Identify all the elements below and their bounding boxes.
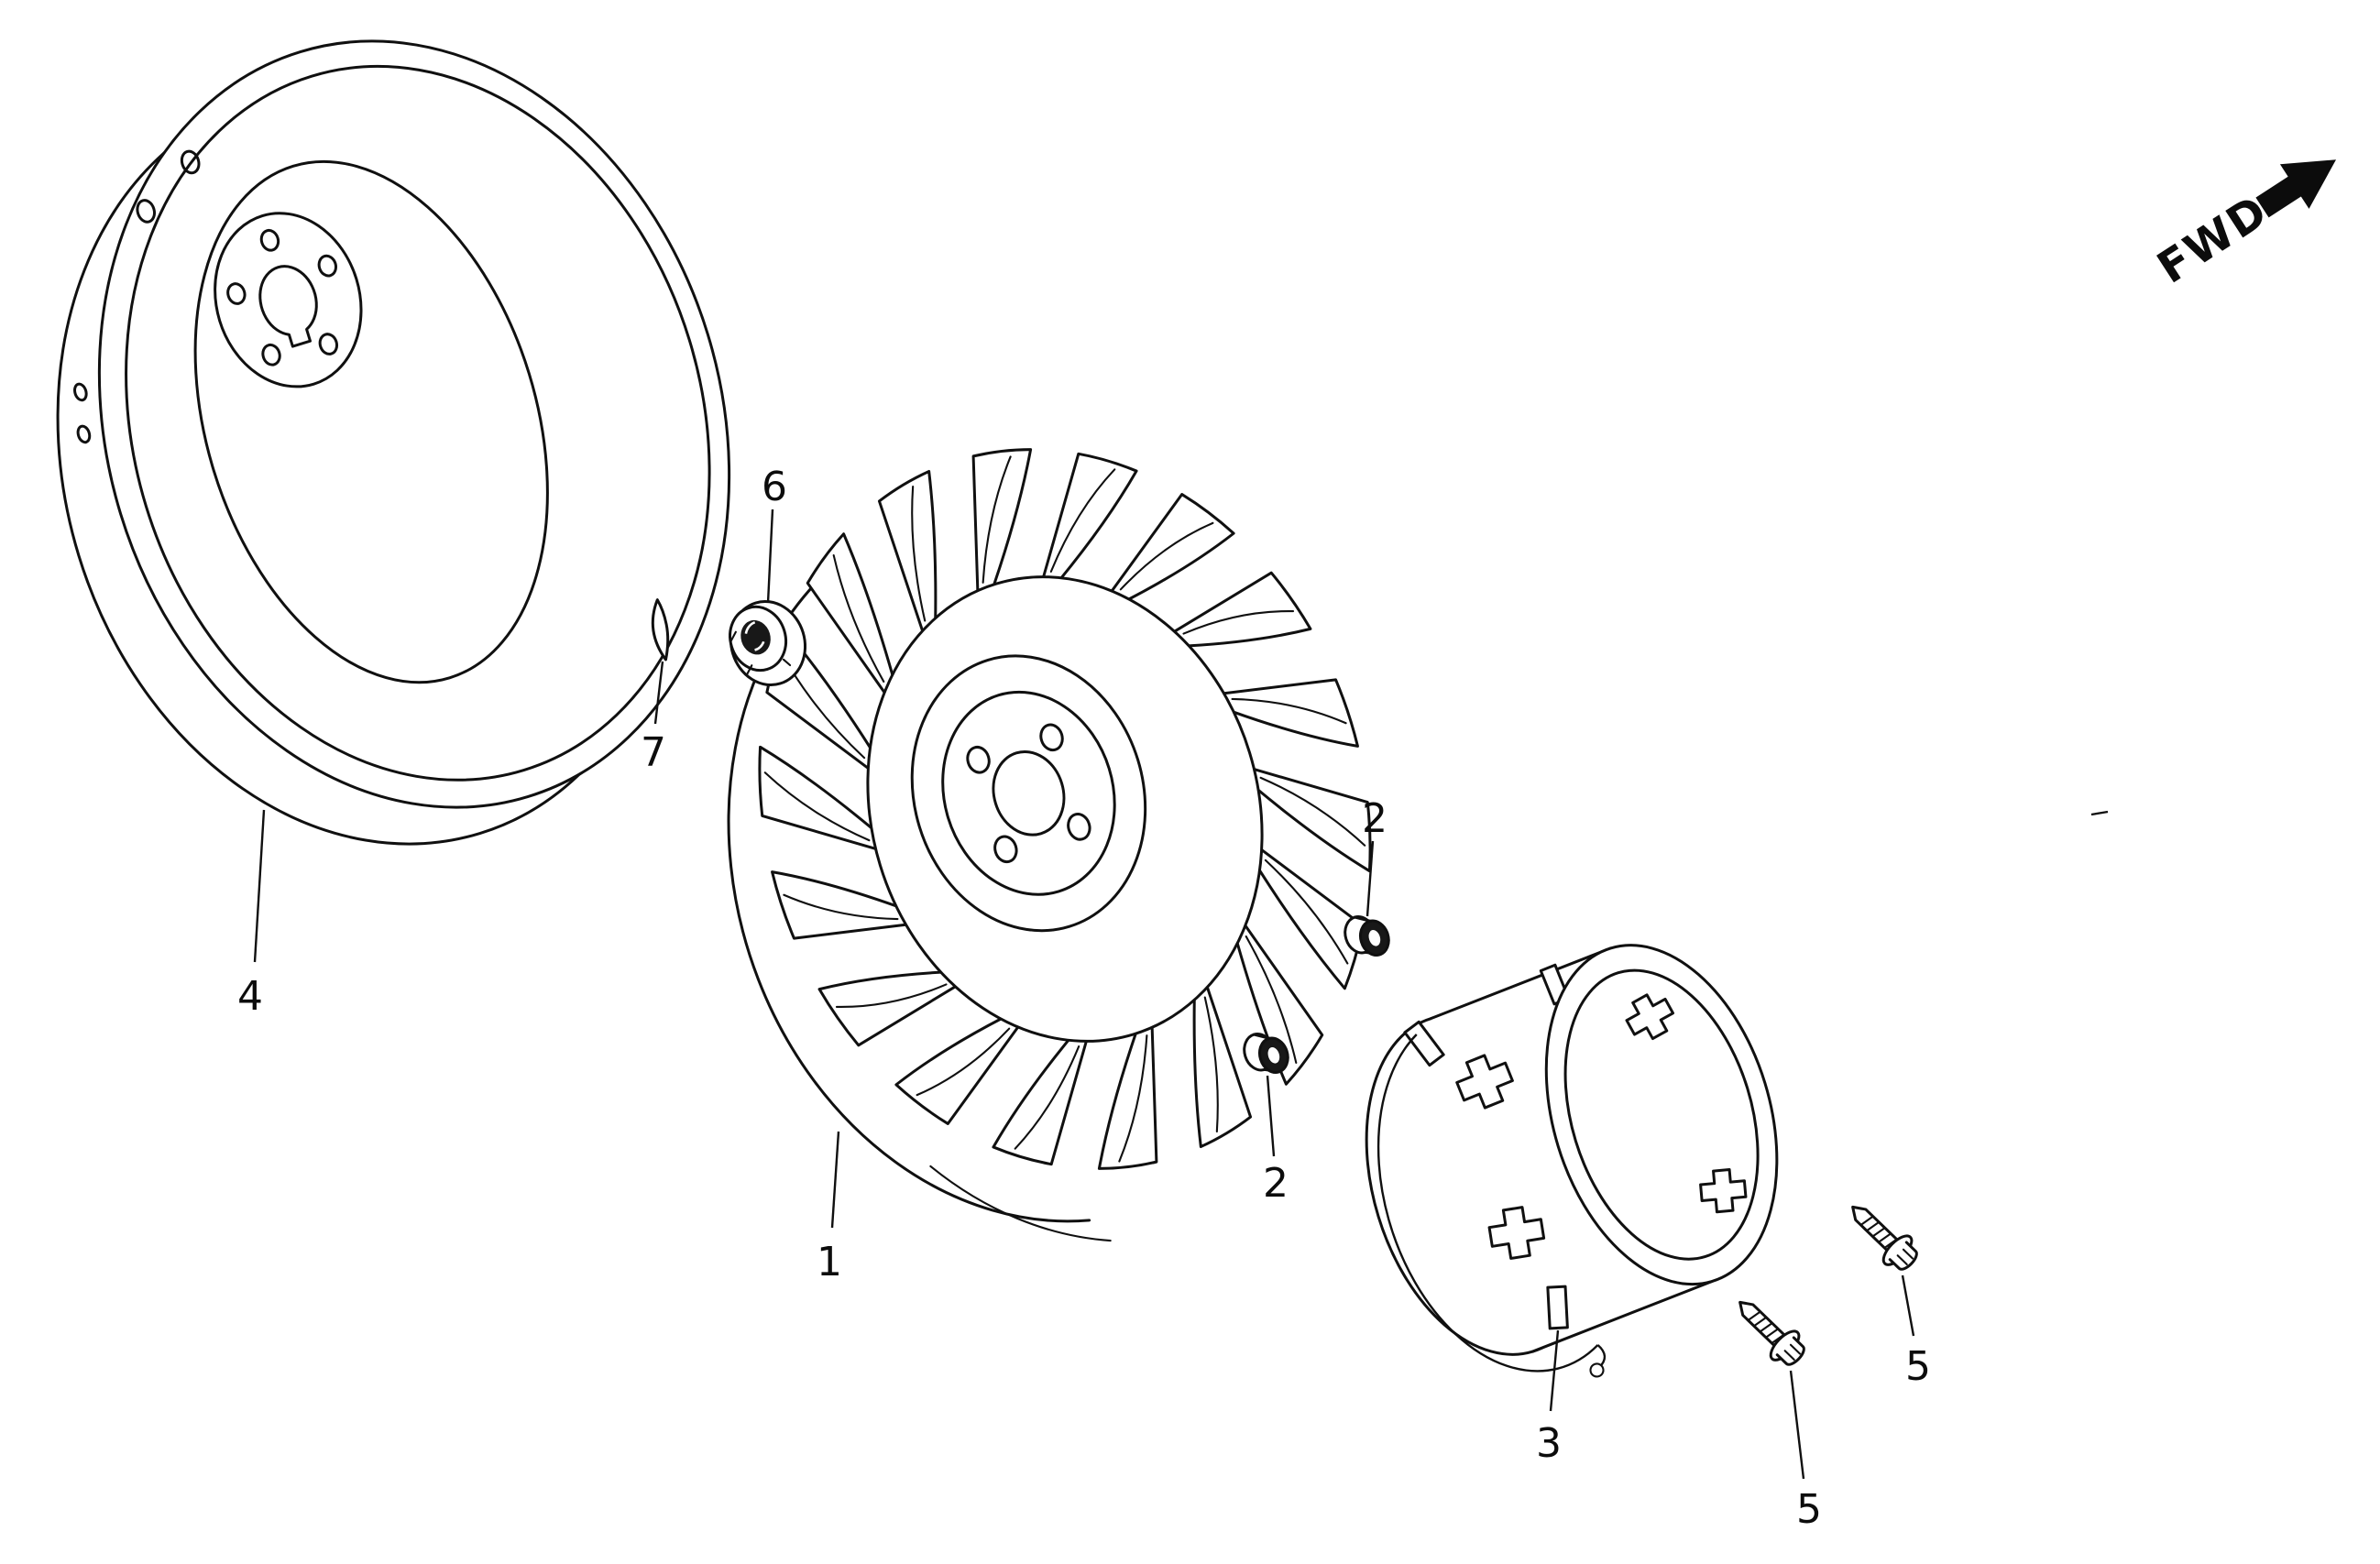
fwd-indicator: FWD [2148, 159, 2337, 294]
fan-blade-fold-line [1179, 998, 1244, 1132]
leader-line-part-2-upper [1367, 841, 1373, 916]
fan-blade-fold-line [1110, 523, 1223, 589]
fan-blade-fold-line [1183, 599, 1293, 643]
part-label-2-upper[interactable]: 2 [1362, 795, 1387, 842]
leader-line-part-5-upper [1903, 1275, 1914, 1336]
leader-line-part-2-lower [1267, 1076, 1274, 1156]
fwd-label: FWD [2148, 185, 2277, 294]
callout-part-5-lower[interactable]: 5 [1791, 1371, 1822, 1533]
leader-line-part-5-lower [1791, 1371, 1804, 1479]
fan-flywheel-drawing [630, 373, 1475, 1317]
leader-line-part-1 [832, 1132, 839, 1228]
bolt-upper-drawing [1840, 1194, 1925, 1277]
stray-mark [2091, 812, 2108, 815]
starter-pulley-drawing [1323, 916, 1833, 1424]
fan-blade-fold-line [1261, 754, 1365, 869]
part-label-3[interactable]: 3 [1536, 1420, 1562, 1467]
callout-part-6[interactable]: 6 [762, 464, 787, 603]
fan-blade-fold-line [950, 456, 1044, 582]
callout-part-4[interactable]: 4 [237, 810, 264, 1020]
flywheel-drawing [0, 0, 828, 922]
pulley-cutouts [1398, 964, 1661, 1348]
callout-part-2-upper[interactable]: 2 [1362, 795, 1387, 916]
part-label-2-lower[interactable]: 2 [1263, 1160, 1289, 1207]
collar-lower-drawing [1240, 1027, 1292, 1080]
part-label-5-lower[interactable]: 5 [1796, 1486, 1822, 1533]
leader-line-part-7 [655, 662, 663, 724]
fan-hub [879, 627, 1179, 960]
fan-blade-fold-line [1087, 1035, 1180, 1161]
leader-line-part-3 [1551, 1330, 1558, 1411]
snap-ring [1339, 1010, 1609, 1422]
callout-part-5-upper[interactable]: 5 [1903, 1275, 1931, 1390]
fan-blade-fold-line [1246, 933, 1298, 1066]
callout-part-3[interactable]: 3 [1536, 1330, 1562, 1467]
fan-blade-fold-line [784, 865, 897, 948]
part-label-1[interactable]: 1 [817, 1239, 842, 1285]
callout-part-1[interactable]: 1 [817, 1132, 842, 1285]
part-label-6[interactable]: 6 [762, 464, 787, 510]
collar-upper-drawing [1341, 910, 1393, 963]
fan-blade-fold-line [1233, 670, 1346, 753]
fan-blades [673, 373, 1458, 1244]
fan-blade-fold-line [1028, 469, 1138, 572]
callout-part-2-lower[interactable]: 2 [1263, 1076, 1289, 1207]
fan-blade-fold-line [765, 749, 870, 864]
bolt-lower-drawing [1727, 1289, 1812, 1373]
leader-line-part-6 [768, 509, 773, 603]
flywheel-hub [194, 195, 382, 405]
fan-blade-fold-line [886, 487, 951, 620]
part-label-5-upper[interactable]: 5 [1905, 1343, 1931, 1390]
fwd-arrow-icon [2255, 159, 2337, 218]
fan-blade-fold-line [906, 1029, 1020, 1095]
flange-nut-drawing [720, 592, 815, 694]
part-label-7[interactable]: 7 [641, 729, 666, 776]
fan-blade-fold-line [1266, 846, 1347, 977]
washer-key-drawing [649, 599, 671, 661]
fan-blade-fold-line [992, 1046, 1102, 1149]
callout-part-7[interactable]: 7 [641, 662, 666, 776]
part-label-4[interactable]: 4 [237, 973, 263, 1020]
fan-blade-fold-line [837, 974, 947, 1018]
leader-line-part-4 [255, 810, 264, 962]
fan-blade-fold-line [833, 552, 884, 685]
